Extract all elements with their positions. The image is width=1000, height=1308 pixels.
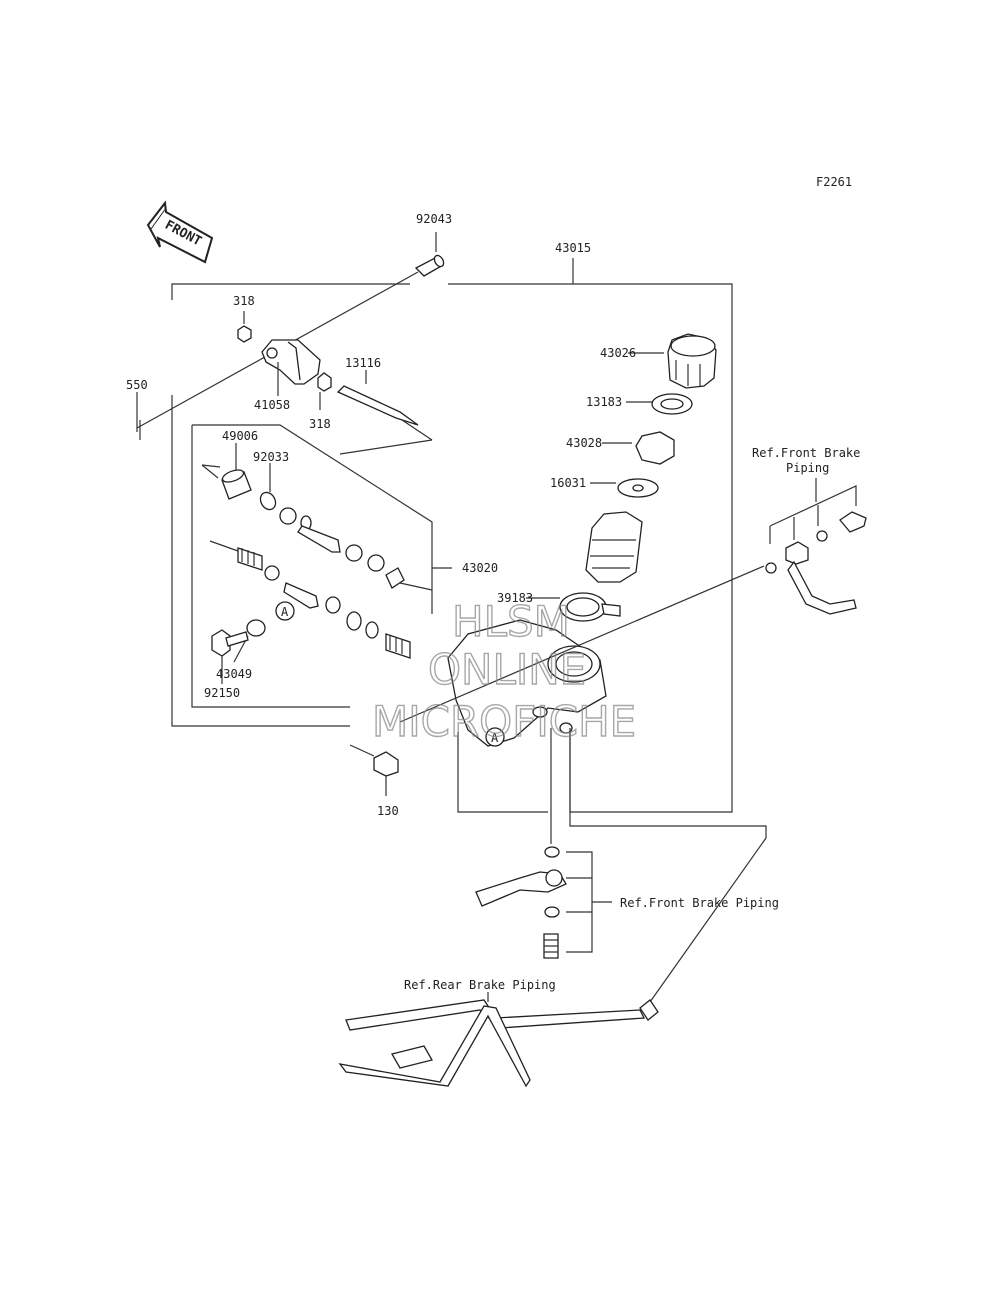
clamp-39183	[526, 592, 621, 622]
callout-a-cylinder: A	[485, 727, 505, 747]
bolt-130	[349, 744, 399, 796]
callout-a-cylinder-text: A	[491, 731, 499, 745]
pivot-bolt-92043	[136, 232, 445, 429]
bracket-41058	[261, 339, 321, 396]
watermark-line1: HLSM	[452, 597, 570, 646]
part-550: 550	[126, 378, 148, 392]
piston-kit	[209, 507, 433, 659]
cotter-pin-550	[136, 392, 141, 440]
diaphragm-43028	[602, 431, 675, 465]
rear-brake-piping	[338, 728, 767, 1088]
ref-rear-brake: Ref.Rear Brake Piping	[404, 978, 556, 992]
nut-318-upper	[237, 311, 252, 343]
part-13116: 13116	[345, 356, 381, 370]
part-16031: 16031	[550, 476, 586, 490]
nut-318-lower	[317, 372, 332, 410]
front-brake-piping-middle	[475, 728, 612, 959]
part-39183: 39183	[497, 591, 533, 605]
watermark-line3: MICROFICHE	[372, 697, 636, 746]
float-16031	[590, 478, 659, 498]
part-92043: 92043	[416, 212, 452, 226]
part-318-lower: 318	[309, 417, 331, 431]
part-130: 130	[377, 804, 399, 818]
ref-front-brake-upper-line1: Ref.Front Brake	[752, 446, 860, 460]
part-43026: 43026	[600, 346, 636, 360]
part-92033: 92033	[253, 450, 289, 464]
leader-front-brake-upper	[399, 565, 765, 723]
part-43015: 43015	[555, 241, 591, 255]
circlip-92033	[259, 463, 277, 511]
push-rod-13116	[336, 370, 433, 455]
part-43049: 43049	[216, 667, 252, 681]
part-43028: 43028	[566, 436, 602, 450]
master-cylinder-body	[447, 619, 607, 747]
part-92150: 92150	[204, 686, 240, 700]
part-43020: 43020	[462, 561, 498, 575]
inner-bracket-43020	[191, 424, 452, 708]
reservoir-body	[585, 511, 643, 583]
part-318-upper: 318	[233, 294, 255, 308]
callout-a-washer-text: A	[281, 605, 289, 619]
plate-13183	[626, 393, 693, 415]
ref-front-brake-upper-line2: Piping	[786, 461, 829, 475]
part-13183: 13183	[586, 395, 622, 409]
watermark-line2: ONLINE	[428, 645, 586, 694]
callout-a-washer: A	[275, 601, 295, 621]
bolt-92150	[211, 629, 249, 684]
front-arrow-icon: FRONT	[146, 200, 214, 264]
ref-front-brake-middle: Ref.Front Brake Piping	[620, 896, 779, 910]
front-brake-piping-upper	[765, 478, 867, 615]
part-41058: 41058	[254, 398, 290, 412]
dust-cover-49006	[201, 443, 252, 500]
watermark: HLSM ONLINE MICROFICHE	[371, 596, 637, 746]
reservoir-cap-43026	[628, 333, 717, 389]
part-49006: 49006	[222, 429, 258, 443]
figure-code: F2261	[816, 175, 852, 189]
